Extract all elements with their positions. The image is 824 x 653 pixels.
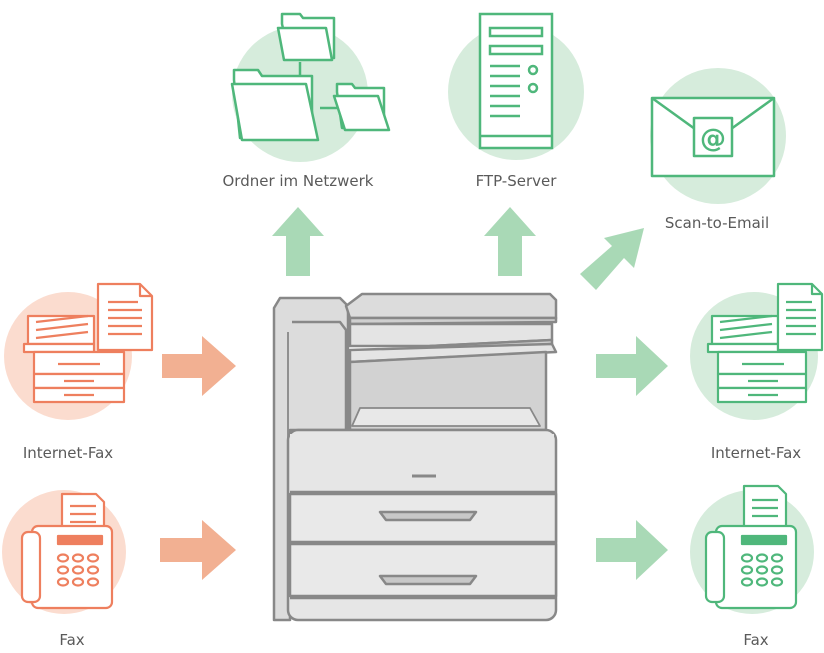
mfp-icon [22,314,126,404]
fax-in-label: Fax [59,631,84,649]
paper-tray-2 [288,542,558,598]
fax-machine-icon [704,484,798,610]
network-folder-node [230,12,391,162]
internet-fax-in-label: Internet-Fax [23,444,113,462]
server-icon [478,12,554,150]
folder-icon [230,12,391,142]
multifunction-printer [272,292,558,622]
mfp-icon [706,314,808,404]
document-icon [776,282,824,352]
fax-machine-icon [20,492,114,610]
internet-fax-out-node [690,282,824,420]
fax-out-node [690,484,814,614]
scan-to-email-node: @ [650,68,786,204]
internet-fax-out-label: Internet-Fax [711,444,801,462]
printer-left-column [272,296,350,622]
scanner-adf [344,292,558,320]
internet-fax-in-node [4,282,154,420]
scan-to-email-label: Scan-to-Email [665,214,769,232]
arrow-to-fax-out [596,520,668,580]
ftp-server-node [448,12,584,160]
envelope-icon: @ [650,96,776,178]
fax-out-label: Fax [743,631,768,649]
network-folder-label: Ordner im Netzwerk [222,172,373,190]
arrow-to-network-folder [272,207,324,276]
ftp-server-label: FTP-Server [476,172,558,190]
at-sign: @ [700,124,726,154]
arrow-to-internet-fax-out [596,336,668,396]
fax-in-node [2,490,126,614]
arrow-to-ftp-server [484,207,536,276]
arrow-from-internet-fax-in [162,336,236,396]
arrow-to-email [580,228,644,290]
document-icon [96,282,154,352]
arrow-from-fax-in [160,520,236,580]
